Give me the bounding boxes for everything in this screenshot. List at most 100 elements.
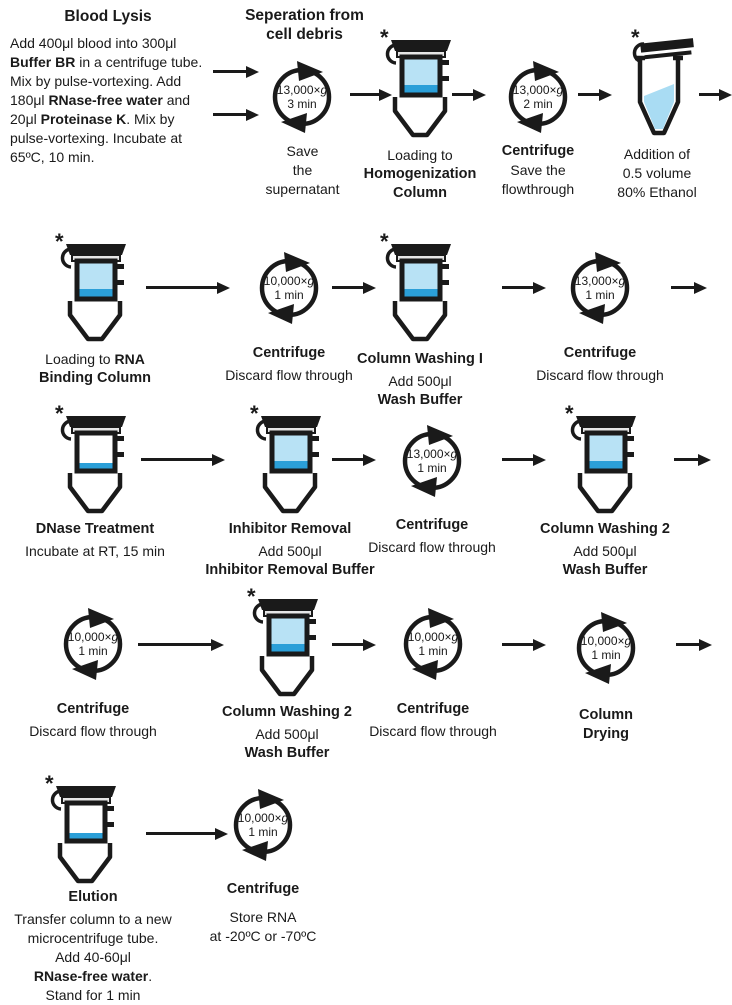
arrow-head-icon <box>363 453 376 466</box>
column-washing-2-tube: * <box>244 586 330 699</box>
arrow-head-icon <box>719 88 732 101</box>
column-tube-icon <box>377 238 463 344</box>
step-caption-rna-binding: Loading to RNA Binding Column <box>39 351 151 386</box>
spin-settings: 10,000×g 1 min <box>263 274 315 302</box>
step-caption-save-supernatant: Save the supernatant <box>265 143 340 197</box>
spin-settings: 10,000×g 1 min <box>580 634 632 662</box>
homogenization-column-tube: * <box>377 27 463 140</box>
step-caption-column-drying: Column Drying <box>579 707 633 742</box>
centrifuge-step-4: 13,000×g 1 min <box>563 251 637 325</box>
arrow-head-icon <box>698 453 711 466</box>
arrow-head-icon <box>694 281 707 294</box>
asterisk-marker: * <box>380 25 389 50</box>
flow-arrow <box>146 281 230 294</box>
centrifuge-step-5: 13,000×g 1 min <box>395 424 469 498</box>
flow-arrow <box>578 88 612 101</box>
asterisk-marker: * <box>55 229 64 254</box>
rna-binding-column-tube: * <box>52 231 138 344</box>
step-caption-centrifuge: Centrifuge Discard flow through <box>29 701 157 739</box>
flow-arrow <box>674 453 711 466</box>
flow-arrow <box>676 638 712 651</box>
arrow-head-icon <box>211 638 224 651</box>
arrow-head-icon <box>217 281 230 294</box>
centrifuge-step-3: 10,000×g 1 min <box>252 251 326 325</box>
flow-arrow <box>332 638 376 651</box>
elution-tube: * <box>42 773 128 886</box>
separation-title: Seperation from cell debris <box>245 7 364 43</box>
asterisk-marker: * <box>380 229 389 254</box>
flow-arrow <box>671 281 707 294</box>
arrow-head-icon <box>473 88 486 101</box>
flow-arrow <box>350 88 392 101</box>
flow-arrow <box>141 453 225 466</box>
step-caption-dnase: DNase Treatment Incubate at RT, 15 min <box>25 521 165 559</box>
spin-settings: 10,000×g 1 min <box>67 630 119 658</box>
flow-arrow <box>213 108 259 121</box>
spin-settings: 10,000×g 1 min <box>237 811 289 839</box>
column-tube-icon <box>52 238 138 344</box>
arrow-head-icon <box>699 638 712 651</box>
open-tube-liquid-icon <box>614 34 700 140</box>
column-tube-icon <box>244 593 330 699</box>
column-tube-icon <box>247 410 333 516</box>
column-washing-2-tube: * <box>562 403 648 516</box>
membrane-column-tube-icon <box>42 780 128 886</box>
blood-lysis-description: Add 400μl blood into 300μl Buffer BR in … <box>10 35 203 165</box>
column-tube-icon <box>562 410 648 516</box>
step-caption-homogenization: Loading to Homogenization Column <box>363 147 477 201</box>
column-washing-1-tube: * <box>377 231 463 344</box>
arrow-head-icon <box>533 453 546 466</box>
spin-settings: 13,000×g 1 min <box>574 274 626 302</box>
arrow-head-icon <box>533 638 546 651</box>
flow-arrow <box>699 88 732 101</box>
centrifuge-step-8: 10,000×g 1 min <box>569 611 643 685</box>
flow-arrow <box>332 453 376 466</box>
spin-settings: 13,000×g 2 min <box>512 83 564 111</box>
step-caption-centrifuge: Centrifuge Discard flow through <box>536 345 664 383</box>
arrow-head-icon <box>246 65 259 78</box>
step-caption-inhibitor-removal: Inhibitor Removal Add 500μl Inhibitor Re… <box>205 521 375 578</box>
arrow-head-icon <box>215 827 228 840</box>
arrow-head-icon <box>533 281 546 294</box>
step-caption-ethanol: Addition of 0.5 volume 80% Ethanol <box>617 146 697 200</box>
arrow-head-icon <box>599 88 612 101</box>
membrane-column-tube-icon <box>52 410 138 516</box>
flow-arrow <box>502 281 546 294</box>
flow-arrow <box>502 638 546 651</box>
ethanol-tube: * <box>614 27 700 140</box>
flow-arrow <box>138 638 224 651</box>
asterisk-marker: * <box>565 401 574 426</box>
dnase-treatment-tube: * <box>52 403 138 516</box>
flow-arrow <box>213 65 259 78</box>
step-caption-centrifuge-flowthrough: Centrifuge Save the flowthrough <box>501 143 575 197</box>
column-tube-icon <box>377 34 463 140</box>
asterisk-marker: * <box>631 25 640 50</box>
centrifuge-step-7: 10,000×g 1 min <box>396 607 470 681</box>
arrow-head-icon <box>212 453 225 466</box>
asterisk-marker: * <box>247 584 256 609</box>
spin-settings: 13,000×g 3 min <box>276 83 328 111</box>
asterisk-marker: * <box>55 401 64 426</box>
spin-settings: 13,000×g 1 min <box>406 447 458 475</box>
step-caption-centrifuge: Centrifuge Discard flow through <box>368 517 496 555</box>
step-caption-store-rna: Centrifuge Store RNA at -20ºC or -70ºC <box>209 881 317 944</box>
flow-arrow <box>502 453 546 466</box>
asterisk-marker: * <box>45 771 54 796</box>
step-caption-centrifuge: Centrifuge Discard flow through <box>369 701 497 739</box>
arrow-head-icon <box>363 638 376 651</box>
arrow-head-icon <box>246 108 259 121</box>
inhibitor-removal-tube: * <box>247 403 333 516</box>
flow-arrow <box>452 88 486 101</box>
step-caption-centrifuge: Centrifuge Discard flow through <box>225 345 353 383</box>
flow-arrow <box>146 827 228 840</box>
centrifuge-step-1: 13,000×g 3 min <box>265 60 339 134</box>
arrow-head-icon <box>379 88 392 101</box>
arrow-head-icon <box>363 281 376 294</box>
centrifuge-step-9: 10,000×g 1 min <box>226 788 300 862</box>
centrifuge-step-6: 10,000×g 1 min <box>56 607 130 681</box>
centrifuge-step-2: 13,000×g 2 min <box>501 60 575 134</box>
flow-arrow <box>332 281 376 294</box>
step-caption-elution: Elution Transfer column to a new microce… <box>14 889 172 1003</box>
blood-lysis-title: Blood Lysis <box>64 8 152 25</box>
spin-settings: 10,000×g 1 min <box>407 630 459 658</box>
